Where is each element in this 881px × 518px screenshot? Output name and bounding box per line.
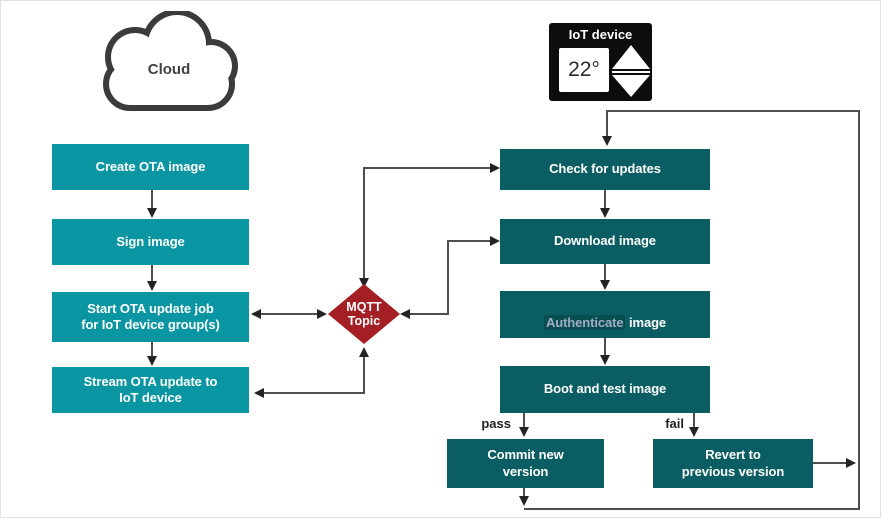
authenticate-rest: image bbox=[625, 314, 667, 330]
thermostat-up-down-icon bbox=[612, 45, 650, 97]
flow-step-start-ota-update-job: Start OTA update job for IoT device grou… bbox=[52, 292, 249, 342]
cloud-icon bbox=[103, 11, 238, 111]
arrow-mqtt-check-bidirectional bbox=[359, 163, 500, 288]
iot-device-title: IoT device bbox=[568, 27, 633, 42]
flow-step-download-image: Download image bbox=[500, 219, 710, 264]
flow-step-check-for-updates: Check for updates bbox=[500, 149, 710, 190]
flow-step-create-ota-image: Create OTA image bbox=[52, 144, 249, 190]
up-triangle-icon bbox=[612, 45, 650, 69]
flow-step-sign-image: Sign image bbox=[52, 219, 249, 265]
iot-device-temperature: 22° bbox=[559, 48, 609, 92]
down-triangle-icon bbox=[612, 75, 650, 97]
flow-step-authenticate-image: Authenticate image bbox=[500, 291, 710, 338]
iot-device-icon: IoT device 22° bbox=[549, 23, 652, 101]
flow-step-commit-new-version: Commit new version bbox=[447, 439, 604, 488]
pass-branch-label: pass bbox=[481, 416, 511, 431]
flow-step-stream-ota-update: Stream OTA update to IoT device bbox=[52, 367, 249, 413]
cloud-label: Cloud bbox=[147, 60, 191, 78]
flow-step-revert-previous-version: Revert to previous version bbox=[653, 439, 813, 488]
authenticate-highlight: Authenticate bbox=[543, 314, 626, 330]
arrow-loop-to-check bbox=[524, 110, 860, 510]
arrow-mqtt-download-bidirectional bbox=[400, 236, 500, 319]
fail-branch-label: fail bbox=[665, 416, 684, 431]
flow-step-boot-and-test-image: Boot and test image bbox=[500, 366, 710, 413]
arrow-stream-mqtt-bidirectional bbox=[254, 347, 369, 398]
